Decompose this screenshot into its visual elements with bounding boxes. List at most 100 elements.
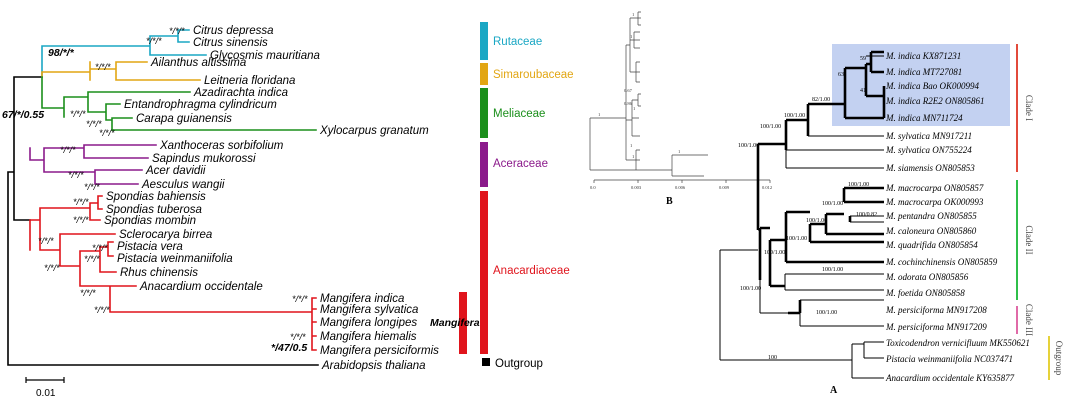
taxon-label: M. sylvatica MN917211 bbox=[885, 131, 972, 141]
support-label: */*/* bbox=[146, 36, 162, 46]
taxon-label: Mangifera hiemalis bbox=[320, 331, 417, 343]
clade-label: Outgroup bbox=[1054, 341, 1064, 376]
taxon-label: M. macrocarpa ON805857 bbox=[885, 183, 984, 193]
taxon-label: Arabidopsis thaliana bbox=[321, 360, 426, 372]
taxon-label: M. siamensis ON805853 bbox=[885, 163, 975, 173]
inset-axis-tick: 0.009 bbox=[719, 185, 730, 190]
family-bar bbox=[480, 63, 488, 85]
family-bar bbox=[480, 88, 488, 138]
genus-bar bbox=[459, 292, 467, 354]
support-label: 100/1.00 bbox=[760, 124, 781, 130]
inset-node-label: 1 bbox=[632, 12, 634, 17]
support-label: */*/* bbox=[99, 128, 115, 138]
inset-node-label: 1 bbox=[630, 143, 632, 148]
inset-node-labels: 1 1 0.67 0.86 1 1 1 1 1 bbox=[598, 12, 680, 159]
taxon-label: Xylocarpus granatum bbox=[319, 125, 429, 137]
taxon-label: Pistacia weinmaniifolia bbox=[117, 253, 233, 265]
taxon-label: Mangifera indica bbox=[320, 293, 404, 305]
taxon-label: Glycosmis mauritiana bbox=[210, 50, 320, 62]
family-bar bbox=[480, 22, 488, 60]
support-label: 63 bbox=[838, 72, 844, 78]
taxon-label: M. foetida ON805858 bbox=[885, 288, 965, 298]
genus-label: Mangifera bbox=[430, 317, 480, 329]
highlight-box bbox=[832, 44, 1010, 126]
inset-axis-tick: 0.0 bbox=[590, 185, 596, 190]
support-label: */*/* bbox=[70, 109, 86, 119]
taxon-label: Mangifera sylvatica bbox=[320, 304, 418, 316]
support-label: */*/* bbox=[38, 236, 54, 246]
support-label: */*/* bbox=[84, 254, 100, 264]
support-label: 41 bbox=[860, 88, 866, 94]
taxon-label: Ailanthus altissima bbox=[150, 57, 246, 69]
taxon-label: M. odorata ON805856 bbox=[885, 272, 969, 282]
support-label: */*/* bbox=[73, 215, 89, 225]
taxon-label: M. persiciforma MN917208 bbox=[885, 305, 987, 315]
panel-label-a: A bbox=[830, 385, 838, 396]
inset-axis-tick: 0.003 bbox=[631, 185, 642, 190]
inset-axis: 0.0 0.003 0.006 0.009 0.012 bbox=[590, 179, 772, 190]
taxon-label: Azadirachta indica bbox=[193, 87, 288, 99]
support-label: */*/* bbox=[86, 119, 102, 129]
support-label: */*/* bbox=[92, 243, 108, 253]
support-label: */*/* bbox=[60, 145, 76, 155]
family-bar bbox=[480, 191, 488, 354]
taxon-label: M. indica KX871231 bbox=[885, 51, 961, 61]
taxon-label: Toxicodendron vernicifluum MK550621 bbox=[886, 338, 1030, 348]
taxon-label: Spondias tuberosa bbox=[106, 204, 202, 216]
taxon-label: Citrus depressa bbox=[193, 25, 274, 37]
taxon-label: Leitneria floridana bbox=[204, 75, 295, 87]
support-label: 100/1.00 bbox=[822, 267, 843, 273]
support-label: */*/* bbox=[80, 288, 96, 298]
clade-legend: Clade I Clade II Clade III Outgroup bbox=[1016, 44, 1064, 380]
taxon-label: Acer davidii bbox=[145, 165, 206, 177]
inset-node-label: 0.67 bbox=[624, 88, 633, 93]
taxon-label: M. indica Bao OK000994 bbox=[885, 81, 979, 91]
clade-bar bbox=[1048, 336, 1050, 380]
taxon-label: M. indica R2E2 ON805861 bbox=[885, 96, 985, 106]
scale-bar bbox=[25, 377, 65, 383]
taxon-label: Pistacia vera bbox=[117, 241, 183, 253]
left-tree bbox=[7, 29, 319, 366]
taxon-label: M. pentandra ON805855 bbox=[885, 211, 977, 221]
right-supports: 59 63 41 82/1.00 100/1.00 100/1.00 100/1… bbox=[738, 56, 877, 361]
taxon-label: M. macrocarpa OK000993 bbox=[885, 197, 984, 207]
left-taxa: Citrus depressa Citrus sinensis Glycosmi… bbox=[104, 25, 439, 372]
support-label: 100/1.00 bbox=[848, 182, 869, 188]
family-legend: Rutaceae Simaroubaceae Meliaceae Acerace… bbox=[480, 22, 574, 370]
taxon-label: Anacardium occidentale bbox=[139, 281, 263, 293]
support-label: */*/* bbox=[292, 294, 308, 304]
inset-node-label: 1 bbox=[598, 112, 600, 117]
support-label: 100/1.00 bbox=[816, 310, 837, 316]
taxon-label: Mangifera longipes bbox=[320, 317, 417, 329]
inset-node-label: 1 bbox=[678, 149, 680, 154]
taxon-label: Carapa guianensis bbox=[136, 113, 232, 125]
clade-bar bbox=[1016, 44, 1018, 172]
taxon-label: M. persiciforma MN917209 bbox=[885, 322, 987, 332]
family-label: Meliaceae bbox=[493, 108, 545, 120]
support-label: 100/1.00 bbox=[822, 201, 843, 207]
taxon-label: Sclerocarya birrea bbox=[119, 229, 212, 241]
taxon-label: Pistacia weinmaniifolia NC037471 bbox=[885, 354, 1013, 364]
taxon-label: M. quadrifida ON805854 bbox=[885, 240, 978, 250]
taxon-label: Xanthoceras sorbifolium bbox=[159, 140, 284, 152]
inset-axis-tick: 0.012 bbox=[762, 185, 772, 190]
taxon-label: Aesculus wangii bbox=[141, 179, 225, 191]
clade-label: Clade I bbox=[1024, 95, 1034, 121]
support-label: */*/* bbox=[73, 197, 89, 207]
support-label: */47/0.5 bbox=[271, 342, 307, 354]
support-label: 100/1.00 bbox=[740, 286, 761, 292]
clade-bar bbox=[1016, 180, 1018, 300]
panel-label-b: B bbox=[666, 196, 673, 207]
support-label: */*/* bbox=[95, 62, 111, 72]
taxon-label: Sapindus mukorossi bbox=[152, 153, 256, 165]
support-label: */*/* bbox=[84, 182, 100, 192]
family-bar bbox=[480, 142, 488, 187]
support-label: 100/1.00 bbox=[764, 250, 785, 256]
taxon-label: Anacardium occidentale KY635877 bbox=[885, 373, 1015, 383]
clade-label: Clade II bbox=[1024, 225, 1034, 254]
support-label: 100/1.00 bbox=[806, 218, 827, 224]
support-label: */*/* bbox=[169, 26, 185, 36]
taxon-label: Citrus sinensis bbox=[193, 37, 268, 49]
left-supports: */*/* */*/* 98/*/* */*/* 67/*/0.55 */*/*… bbox=[2, 26, 308, 354]
